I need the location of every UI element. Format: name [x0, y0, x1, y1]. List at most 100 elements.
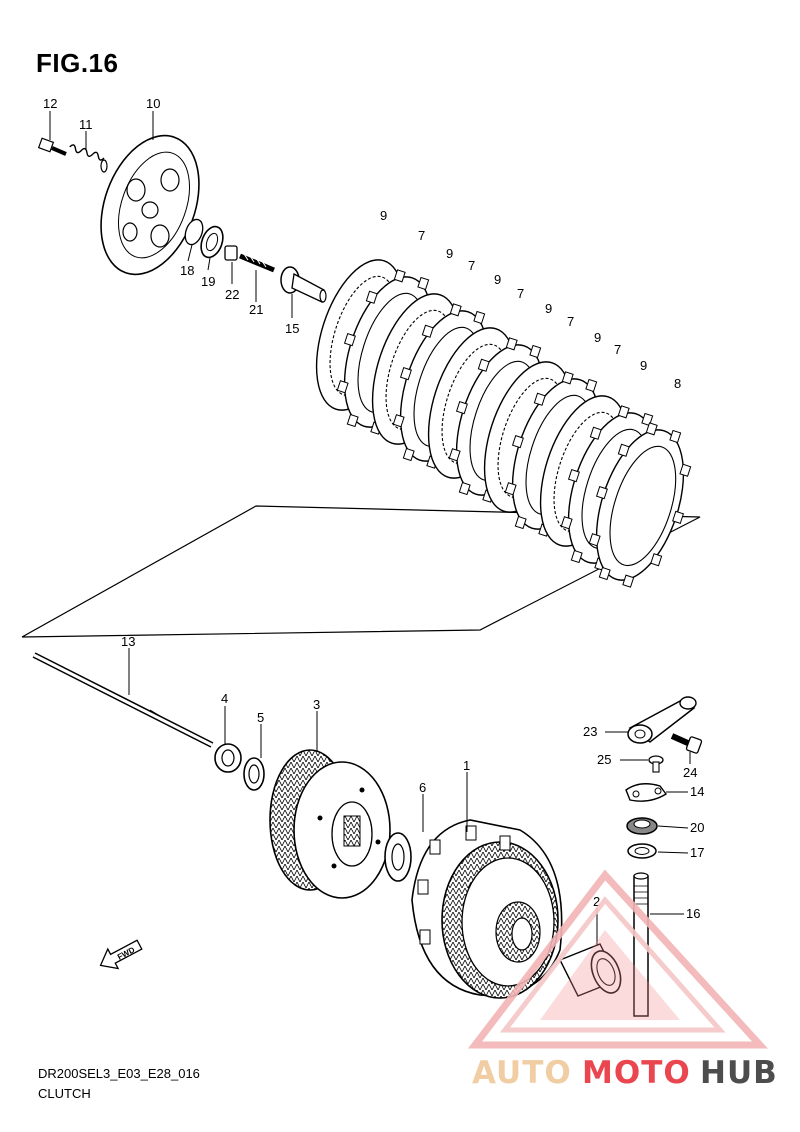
- callout-9e: 9: [594, 330, 601, 345]
- plate-tab: [514, 515, 527, 530]
- plate-tab: [560, 516, 573, 530]
- lock-washer: [243, 757, 265, 791]
- plate-tab: [679, 463, 692, 477]
- callout-9d: 9: [545, 301, 552, 316]
- spring-bolt: [37, 137, 67, 156]
- bolt-24: [670, 733, 703, 754]
- plate-tab: [645, 422, 658, 436]
- callout-24: 24: [683, 765, 697, 780]
- callout-8: 8: [674, 376, 681, 391]
- thrust-washer: [384, 832, 412, 882]
- clutch-plate-stack: [315, 259, 692, 588]
- callout-13: 13: [121, 634, 135, 649]
- callout-7e: 7: [614, 342, 621, 357]
- plate-tab: [399, 367, 412, 381]
- clutch-push-rod: [32, 652, 214, 748]
- forward-arrow-icon: FWD: [99, 939, 143, 970]
- plate-tab: [585, 378, 598, 393]
- plate-tab: [570, 549, 583, 564]
- plate-tab: [346, 413, 359, 428]
- plate-tab: [533, 392, 546, 406]
- adjust-screw: [239, 253, 275, 273]
- callout-5: 5: [257, 710, 264, 725]
- clutch-sleeve-hub-nut: [214, 743, 242, 773]
- watermark-hub: HUB: [700, 1055, 778, 1091]
- spacer-bush: [559, 943, 622, 997]
- plate-tab: [669, 429, 682, 444]
- plate-tab: [455, 401, 468, 415]
- plate-tab: [617, 443, 630, 457]
- plate-tab: [417, 276, 430, 291]
- callout-9b: 9: [446, 246, 453, 261]
- pressure-plate: [100, 134, 200, 276]
- callout-7b: 7: [468, 258, 475, 273]
- callout-25: 25: [597, 752, 611, 767]
- clutch-release-arm: [627, 696, 697, 744]
- callout-1: 1: [463, 758, 470, 773]
- figure-title: FIG.16: [36, 48, 119, 78]
- plate-tab: [336, 380, 349, 394]
- callout-4: 4: [221, 691, 228, 706]
- callout-7d: 7: [567, 314, 574, 329]
- push-piece: [224, 245, 238, 261]
- release-washer: [184, 218, 204, 246]
- plate-tab: [343, 333, 356, 347]
- washer-17: [627, 843, 657, 859]
- plate-tab: [393, 269, 406, 283]
- callout-7a: 7: [418, 228, 425, 243]
- primary-driven-gear-assembly: [411, 819, 563, 999]
- callout-20: 20: [690, 820, 704, 835]
- automotohub-watermark: AUTO MOTO HUB: [467, 869, 778, 1091]
- plate-tab: [402, 447, 415, 462]
- callout-19: 19: [201, 274, 215, 289]
- plate-tab: [449, 303, 462, 317]
- callout-6: 6: [419, 780, 426, 795]
- plate-14: [625, 783, 668, 802]
- callout-14: 14: [690, 784, 704, 799]
- callout-23: 23: [583, 724, 597, 739]
- leader-lines: [49, 111, 691, 946]
- plate-tab: [589, 426, 602, 440]
- plate-tab: [448, 448, 461, 462]
- plate-tab: [567, 469, 580, 483]
- callout-9f: 9: [640, 358, 647, 373]
- callout-22: 22: [225, 287, 239, 302]
- diagram-code: DR200SEL3_E03_E28_016: [38, 1066, 200, 1081]
- plate-tab: [365, 290, 378, 304]
- callout-12: 12: [43, 96, 57, 111]
- plate-tab: [505, 337, 518, 351]
- plate-tab: [588, 533, 601, 547]
- callout-15: 15: [285, 321, 299, 336]
- callout-16: 16: [686, 906, 700, 921]
- oil-seal-20: [626, 817, 658, 835]
- plate-tab: [504, 482, 517, 496]
- watermark-moto: MOTO: [582, 1055, 691, 1091]
- callout-7c: 7: [517, 286, 524, 301]
- callout-11: 11: [79, 117, 93, 132]
- plate-tab: [672, 510, 685, 524]
- plate-tab: [458, 481, 471, 496]
- watermark-auto: AUTO: [472, 1055, 572, 1091]
- plate-tab: [650, 553, 663, 567]
- plate-tab: [595, 486, 608, 500]
- callout-17: 17: [690, 845, 704, 860]
- plate-tab: [392, 414, 405, 428]
- plate-tab: [529, 344, 542, 359]
- plate-tab: [598, 566, 611, 581]
- callout-9a: 9: [380, 208, 387, 223]
- callout-2: 2: [593, 894, 600, 909]
- plate-tab: [473, 310, 486, 325]
- plate-tab: [477, 358, 490, 372]
- plate-tab: [561, 371, 574, 385]
- callout-10: 10: [146, 96, 160, 111]
- callout-9c: 9: [494, 272, 501, 287]
- release-bearing: [200, 225, 224, 259]
- assembly-outline: [21, 505, 701, 638]
- plate-tab: [511, 435, 524, 449]
- plate-tab: [421, 324, 434, 338]
- callout-3: 3: [313, 697, 320, 712]
- pressure-spring: [69, 144, 108, 173]
- plate-tab: [617, 405, 630, 419]
